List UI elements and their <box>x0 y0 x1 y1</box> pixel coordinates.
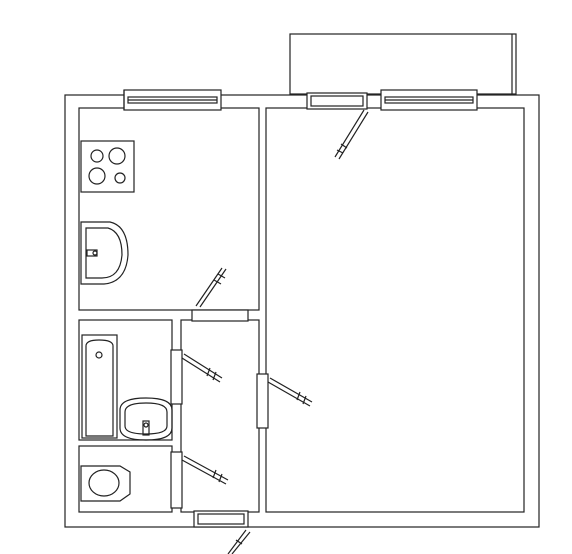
window-living <box>380 89 478 111</box>
kitchen <box>78 107 260 311</box>
door-balcony <box>306 92 369 160</box>
hallway <box>180 319 260 513</box>
door-toilet <box>170 451 229 509</box>
outer-wall <box>64 94 540 528</box>
door-entrance <box>193 510 251 554</box>
door-living <box>256 373 313 429</box>
balcony <box>289 33 517 95</box>
bathroom-sink <box>119 397 173 441</box>
door-bathroom <box>170 349 223 405</box>
door-kitchen <box>191 267 249 322</box>
kitchen-sink <box>80 221 129 285</box>
window-kitchen <box>123 89 222 111</box>
toilet-bowl <box>80 465 131 502</box>
living-room <box>265 107 525 513</box>
toilet <box>78 445 173 513</box>
stove <box>80 140 135 193</box>
bathtub <box>81 334 118 439</box>
